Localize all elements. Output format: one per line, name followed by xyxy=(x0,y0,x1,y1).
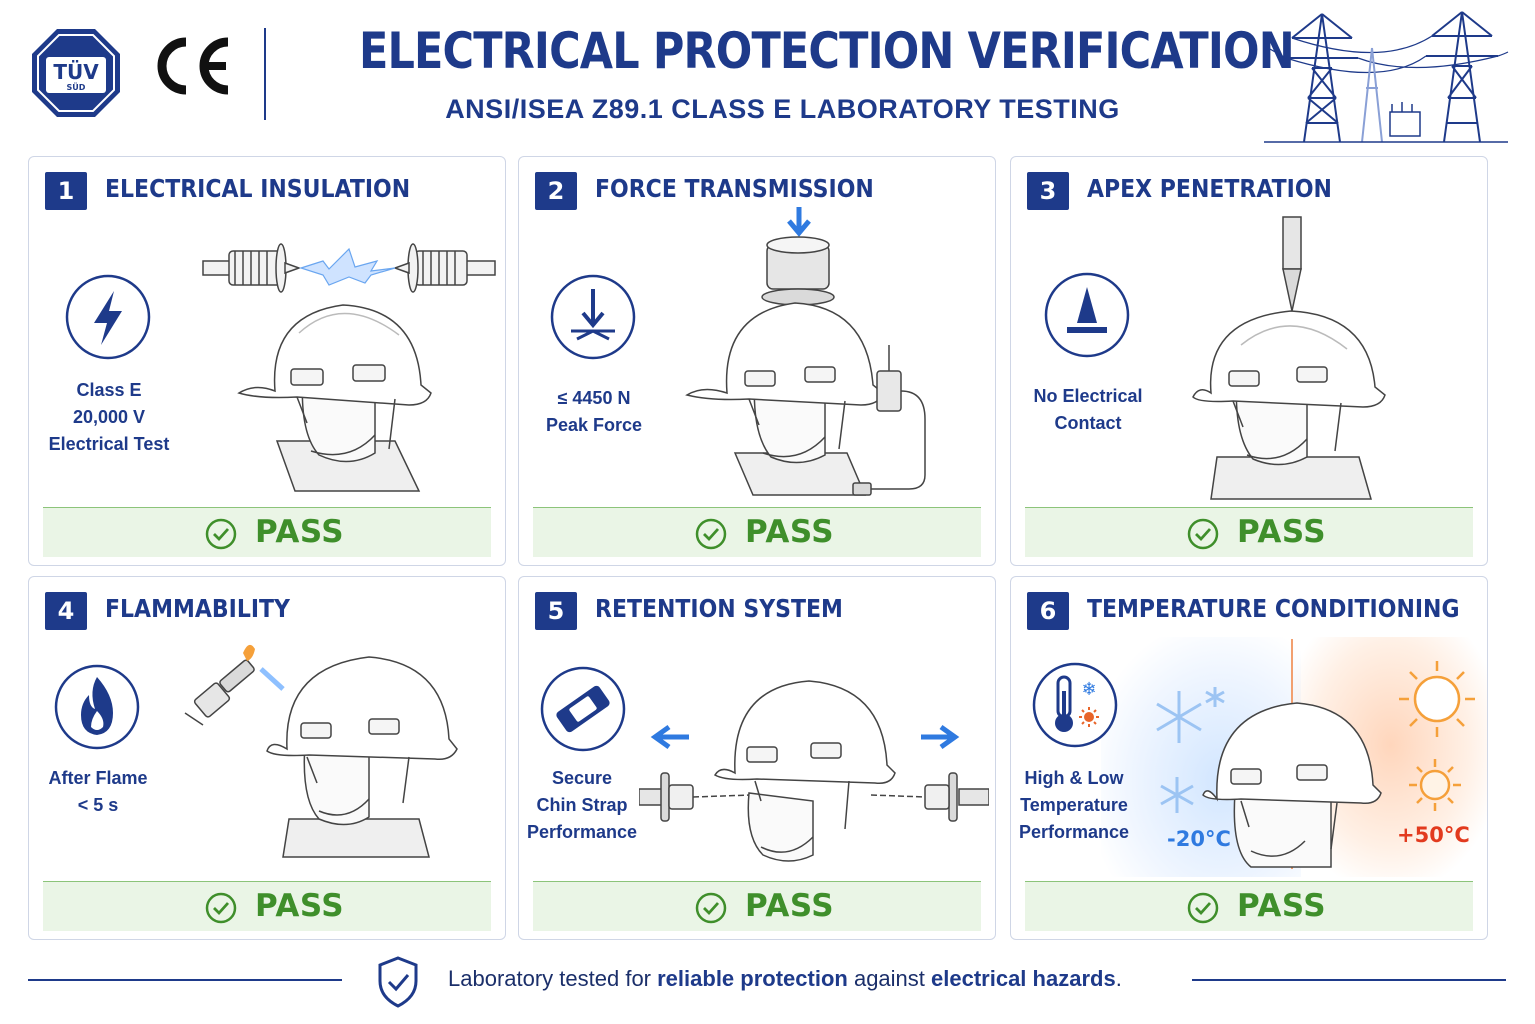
test-title: FORCE TRANSMISSION xyxy=(595,174,874,203)
tuv-sud-logo: TÜV SÜD xyxy=(32,29,120,117)
tuv-sub-text: SÜD xyxy=(67,82,86,92)
shield-check-icon xyxy=(378,956,418,1008)
pass-label: PASS xyxy=(745,888,835,924)
desc-line: ≤ 4450 N xyxy=(557,388,631,408)
desc-line: 20,000 V xyxy=(72,407,146,427)
pass-label: PASS xyxy=(745,514,835,550)
pass-result: PASS xyxy=(43,507,491,557)
test-title: FLAMMABILITY xyxy=(105,594,290,623)
helmet-pull-test-illustration xyxy=(639,680,989,862)
test-title: TEMPERATURE CONDITIONING xyxy=(1087,594,1460,623)
footer-text-part: against xyxy=(847,966,932,991)
test-card-temperature-conditioning: 6 TEMPERATURE CONDITIONING ❄ High & Low … xyxy=(1010,576,1488,940)
svg-text:❄: ❄ xyxy=(1081,679,1096,700)
test-title: APEX PENETRATION xyxy=(1087,174,1332,203)
test-description: After Flame < 5 s xyxy=(33,765,163,819)
test-card-flammability: 4 FLAMMABILITY After Flame < 5 s xyxy=(28,576,506,940)
check-circle-icon xyxy=(205,518,237,550)
test-number: 2 xyxy=(535,172,577,210)
helmet-illustration xyxy=(1202,702,1382,868)
desc-line: Chin Strap xyxy=(536,795,628,815)
thermometer-icon: ❄ xyxy=(1032,662,1118,748)
helmet-impact-illustration xyxy=(685,207,926,496)
footer-text-part: Laboratory tested for xyxy=(448,966,658,991)
ce-mark xyxy=(157,37,229,95)
test-description: High & Low Temperature Performance xyxy=(1011,765,1137,846)
pass-label: PASS xyxy=(255,514,345,550)
hot-temp-label: +50°C xyxy=(1397,823,1470,847)
footer-text-part: . xyxy=(1115,966,1122,991)
test-description: ≤ 4450 N Peak Force xyxy=(529,385,659,439)
desc-line: < 5 s xyxy=(77,795,119,815)
footer-line-right xyxy=(1192,979,1506,981)
page-title: ELECTRICAL PROTECTION VERIFICATION xyxy=(358,22,1295,80)
pass-result: PASS xyxy=(43,881,491,931)
penetration-spike-icon xyxy=(1044,272,1130,358)
desc-line: After Flame xyxy=(48,768,148,788)
test-card-force-transmission: 2 FORCE TRANSMISSION ≤ 4450 N Peak Force xyxy=(518,156,996,566)
footer-statement: Laboratory tested for reliable protectio… xyxy=(448,966,1122,992)
desc-line: No Electrical xyxy=(1033,386,1143,406)
test-number: 1 xyxy=(45,172,87,210)
check-circle-icon xyxy=(1187,892,1219,924)
tuv-text: TÜV xyxy=(53,60,99,84)
footer-text-bold: electrical hazards xyxy=(931,966,1116,991)
test-description: No Electrical Contact xyxy=(1015,383,1161,437)
footer-text-bold: reliable protection xyxy=(657,966,848,991)
test-card-retention-system: 5 RETENTION SYSTEM Secure Chin Strap Per… xyxy=(518,576,996,940)
desc-line: Temperature xyxy=(1020,795,1128,815)
flame-icon xyxy=(54,664,140,750)
desc-line: Secure xyxy=(551,768,613,788)
pass-result: PASS xyxy=(533,507,981,557)
test-card-apex-penetration: 3 APEX PENETRATION No Electrical Contact… xyxy=(1010,156,1488,566)
snowflakes-icon xyxy=(1156,687,1225,813)
page-subtitle: ANSI/ISEA Z89.1 CLASS E LABORATORY TESTI… xyxy=(445,94,1120,124)
test-number: 3 xyxy=(1027,172,1069,210)
lightning-bolt-icon xyxy=(65,274,151,360)
desc-line: Performance xyxy=(1018,822,1130,842)
desc-line: High & Low xyxy=(1024,768,1124,788)
test-title: RETENTION SYSTEM xyxy=(595,594,843,623)
test-number: 5 xyxy=(535,592,577,630)
power-towers-icon xyxy=(1264,11,1509,143)
test-description: Class E 20,000 V Electrical Test xyxy=(39,377,179,458)
test-card-electrical-insulation: 1 ELECTRICAL INSULATION Class E 20,000 V… xyxy=(28,156,506,566)
pass-result: PASS xyxy=(1025,507,1473,557)
header-divider xyxy=(264,28,266,120)
desc-line: Electrical Test xyxy=(48,434,170,454)
desc-line: Peak Force xyxy=(545,415,643,435)
pass-result: PASS xyxy=(533,881,981,931)
helmet-electrode-illustration xyxy=(202,243,496,492)
helmet-torch-illustration xyxy=(184,644,458,858)
check-circle-icon xyxy=(695,892,727,924)
desc-line: Contact xyxy=(1054,413,1122,433)
desc-line: Class E xyxy=(76,380,142,400)
helmet-spike-illustration xyxy=(1192,216,1386,500)
cold-temp-label: -20°C xyxy=(1167,827,1231,851)
test-title: ELECTRICAL INSULATION xyxy=(105,174,411,203)
pass-label: PASS xyxy=(255,888,345,924)
pass-label: PASS xyxy=(1237,888,1327,924)
footer-line-left xyxy=(28,979,342,981)
desc-line: Performance xyxy=(526,822,638,842)
pass-result: PASS xyxy=(1025,881,1473,931)
header: TÜV SÜD ELECTRICAL PROTECTION VERIFICATI… xyxy=(0,0,1535,150)
test-description: Secure Chin Strap Performance xyxy=(519,765,645,846)
check-circle-icon xyxy=(205,892,237,924)
chin-strap-buckle-icon xyxy=(540,666,626,752)
sun-icon xyxy=(1399,661,1475,811)
pass-label: PASS xyxy=(1237,514,1327,550)
check-circle-icon xyxy=(695,518,727,550)
check-circle-icon xyxy=(1187,518,1219,550)
downward-force-icon xyxy=(550,274,636,360)
test-number: 4 xyxy=(45,592,87,630)
test-number: 6 xyxy=(1027,592,1069,630)
